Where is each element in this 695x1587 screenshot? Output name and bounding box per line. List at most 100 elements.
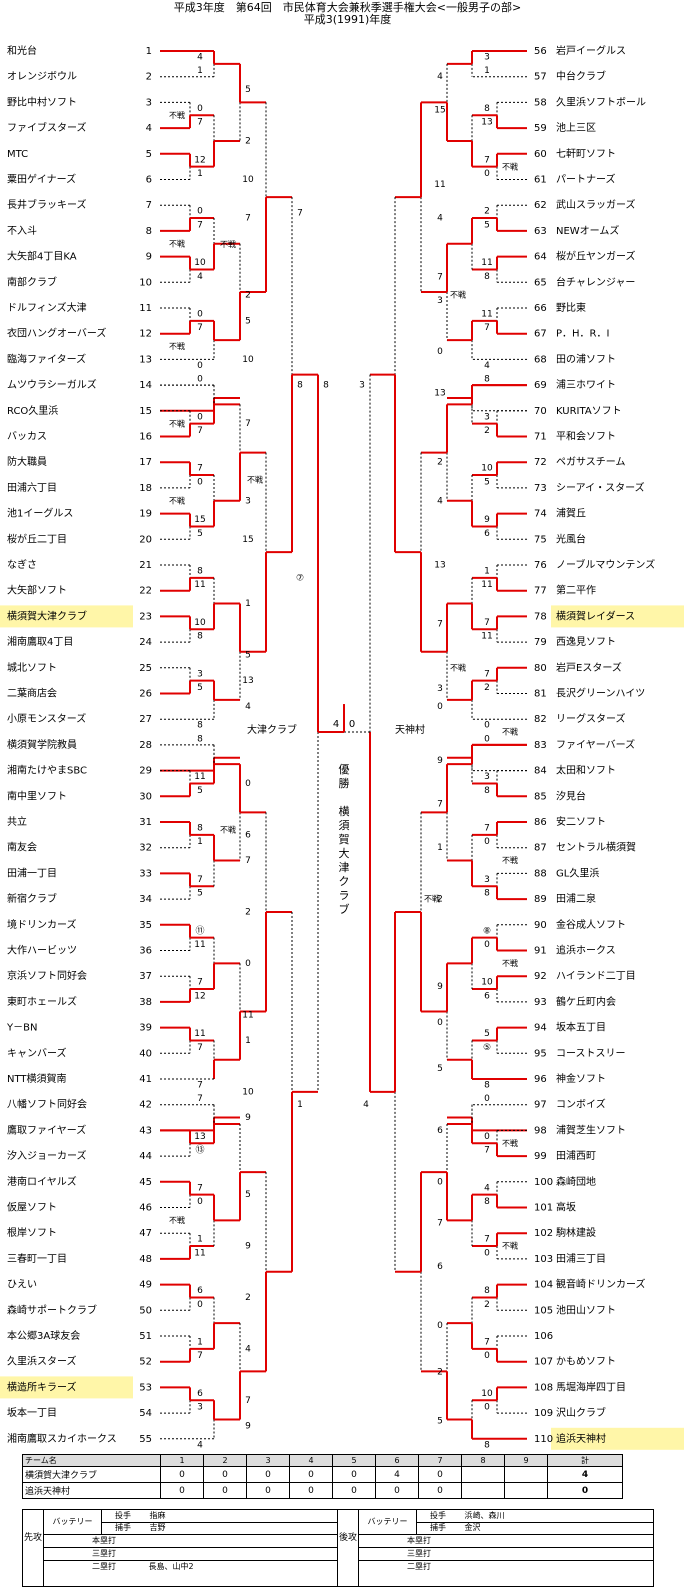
team-number: 102 — [534, 1228, 553, 1239]
team-name: 横須賀レイダース — [556, 609, 635, 622]
round-score: 7 — [197, 978, 203, 988]
team-name: 田浦二泉 — [556, 892, 596, 905]
team-name: 八幡ソフト同好会 — [7, 1098, 87, 1111]
title-line2: 平成3(1991)年度 — [303, 13, 392, 26]
team-name: 坂本五丁目 — [556, 1021, 606, 1034]
inning-score: 0 — [203, 1466, 247, 1483]
team-name: 観音崎ドリンカーズ — [556, 1278, 646, 1291]
total-score: 4 — [547, 1466, 623, 1483]
second-side-label: 後攻 — [338, 1510, 359, 1586]
team-number: 100 — [534, 1177, 553, 1188]
team-number: 54 — [139, 1408, 152, 1419]
team-number: 27 — [139, 714, 152, 725]
round-score: 1 — [484, 567, 490, 577]
team-number: 101 — [534, 1203, 553, 1214]
round-score: 0 — [197, 1300, 203, 1310]
header-inning: 1 — [160, 1454, 204, 1467]
team-name: 本公郷3A球友会 — [7, 1329, 80, 1342]
round-score: 4 — [197, 53, 203, 63]
team-number: 92 — [534, 971, 547, 982]
round-score: 0 — [484, 169, 490, 179]
round-score: 7 — [245, 1396, 251, 1406]
highlight-layer — [0, 605, 684, 1450]
team-name: 不入斗 — [7, 225, 37, 237]
round-score: 0 — [437, 1177, 443, 1187]
round-score: 2 — [437, 458, 443, 468]
forfeit-mark: 不戦 — [169, 238, 185, 248]
team-number: 45 — [139, 1177, 152, 1188]
team-number: 76 — [534, 560, 547, 571]
round-score: 0 — [484, 1132, 490, 1142]
team-number: 86 — [534, 817, 547, 828]
team-number: 109 — [534, 1408, 553, 1419]
round-score: 8 — [197, 824, 203, 834]
round-score: 2 — [245, 136, 251, 146]
team-number: 73 — [534, 483, 547, 494]
round-score: 11 — [481, 632, 492, 642]
inning-score: 0 — [160, 1482, 204, 1499]
catcher-value: 吉野 — [149, 1523, 166, 1532]
champion-char: 須 — [339, 819, 350, 832]
team-name: 大作ハービッツ — [7, 944, 77, 957]
inning-score: 0 — [289, 1466, 333, 1483]
team-name: オレンジボウル — [7, 71, 77, 83]
team-name: 森崎団地 — [556, 1175, 596, 1188]
round-score: 8 — [197, 567, 203, 577]
bracket-lines — [160, 50, 527, 1440]
team-number: 78 — [534, 611, 547, 622]
team-number: 63 — [534, 226, 547, 237]
team-number: 39 — [139, 1023, 152, 1034]
round-score: 5 — [245, 316, 251, 326]
team-name: 池田山ソフト — [556, 1303, 616, 1316]
round-score: 2 — [245, 291, 251, 301]
round-score: 0 — [484, 734, 490, 744]
inning-score — [504, 1482, 548, 1499]
round-score: 7 — [484, 618, 490, 628]
round-score: 1 — [197, 66, 203, 76]
team-number: 46 — [139, 1203, 152, 1214]
team-number: 67 — [534, 329, 547, 340]
team-name: コーストスリー — [556, 1048, 626, 1059]
round-score: 3 — [484, 412, 490, 422]
round-score: 11 — [481, 258, 492, 268]
team-name: セントラル横須賀 — [556, 841, 636, 854]
team-number: 93 — [534, 997, 547, 1008]
round-score: 3 — [437, 296, 443, 306]
finalist-left: 大津クラブ — [247, 723, 297, 736]
team-name: 浦三ホワイト — [556, 378, 616, 391]
round-score: 7 — [245, 214, 251, 224]
inning-score: 0 — [418, 1466, 462, 1483]
round-score: 11 — [194, 580, 205, 590]
team-number: 65 — [534, 277, 547, 288]
team-name: 横造所キラーズ — [7, 1380, 77, 1393]
team-number: 84 — [534, 766, 547, 777]
round-score: 3 — [197, 669, 203, 679]
team-name: 共立 — [7, 815, 27, 828]
team-number: 61 — [534, 175, 547, 186]
round-score: 7 — [484, 323, 490, 333]
hr-row: 本塁打 — [359, 1535, 653, 1548]
team-name: 湘南鷹取4丁目 — [7, 635, 73, 648]
round-score: 8 — [197, 721, 203, 731]
header-inning: 2 — [203, 1454, 247, 1467]
round-score: 2 — [484, 426, 490, 436]
scoreboard-row: 追浜天神村 0 0 0 0 0 0 0 0 — [22, 1482, 623, 1499]
second-half-details: 後攻 バッテリー 投手 浜崎、森川 捕手 金沢 本塁打 三塁打 二塁打 — [338, 1510, 653, 1586]
row-team: 横須賀大津クラブ — [22, 1466, 161, 1483]
pitcher-label: 投手 — [115, 1511, 131, 1520]
team-number: 23 — [139, 611, 152, 622]
team-number: 50 — [139, 1305, 152, 1316]
round-score: 8 — [484, 1081, 490, 1091]
inning-score — [461, 1482, 505, 1499]
inning-score: 0 — [332, 1466, 376, 1483]
final-score-right: 0 — [349, 719, 355, 730]
catcher-value: 金沢 — [464, 1523, 481, 1532]
hr-row: 本塁打 — [44, 1535, 337, 1548]
round-score: 9 — [245, 1421, 251, 1431]
round-score: 7 — [197, 464, 203, 474]
team-number: 87 — [534, 843, 547, 854]
team-number: 90 — [534, 920, 547, 931]
team-number: 96 — [534, 1074, 547, 1085]
team-name: ハイランド二丁目 — [556, 970, 636, 982]
round-score: 0 — [437, 702, 443, 712]
